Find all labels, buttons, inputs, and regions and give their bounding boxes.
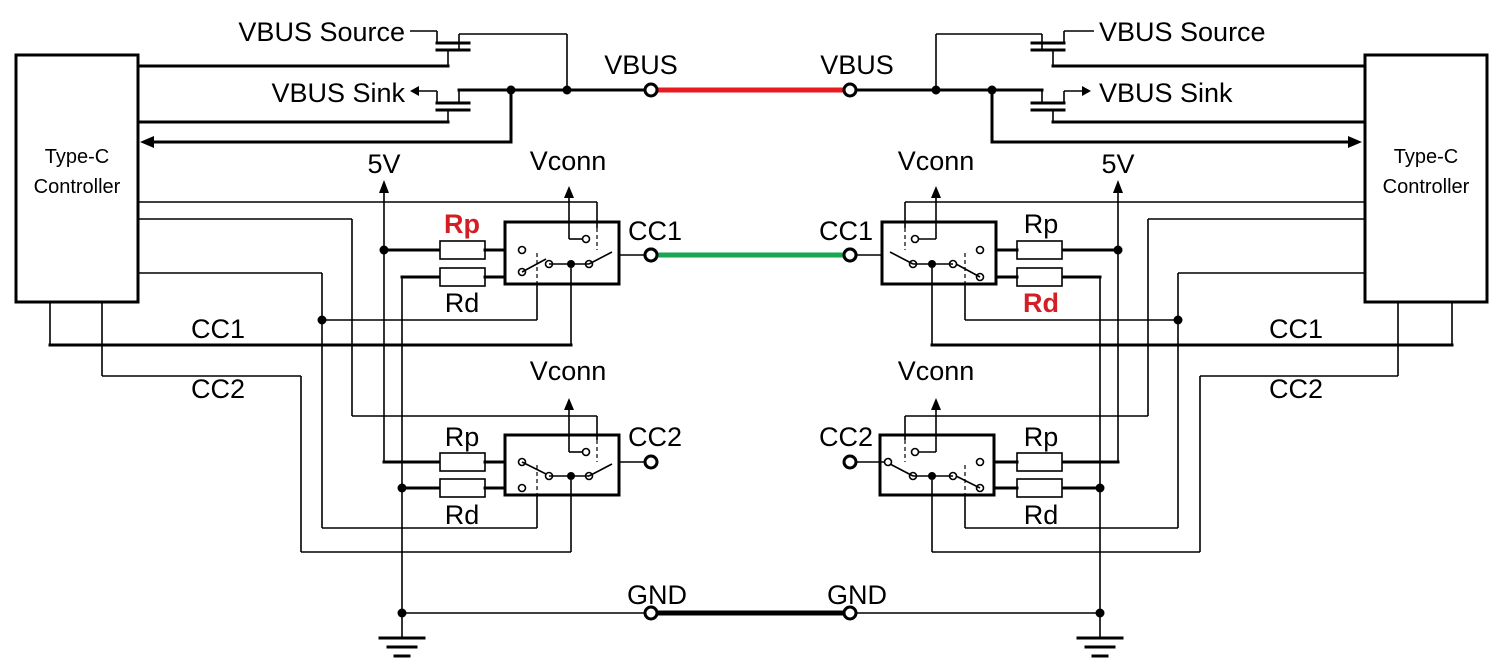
right-5v-label: 5V [1101, 149, 1134, 179]
left-cc1-vconn-label: Vconn [530, 146, 607, 176]
left-cc1-rp-label: Rp [444, 209, 480, 239]
right-controller-label-line1: Type-C [1394, 146, 1458, 168]
right-vbus-switches: VBUS Source VBUS Sink [848, 17, 1367, 148]
left-cc1-switch-block: 5V Rp Rd Vconn CC1 [138, 146, 682, 613]
right-cc1-rp-label: Rp [1024, 209, 1059, 239]
right-cc1-terminal-label: CC1 [819, 216, 873, 246]
left-cc2-vconn-label: Vconn [530, 356, 607, 386]
left-cc2-terminal-label: CC2 [628, 422, 682, 452]
right-controller: Type-C Controller [1363, 53, 1489, 304]
left-vbus-source-label: VBUS Source [238, 17, 405, 47]
left-controller-label-line2: Controller [34, 176, 121, 198]
left-cc2-rd-label: Rd [445, 500, 480, 530]
right-cc2-bus-label: CC2 [1269, 374, 1323, 404]
left-gnd-label: GND [627, 580, 687, 610]
right-cc2-rd-label: Rd [1024, 500, 1059, 530]
left-controller: Type-C Controller [14, 53, 140, 304]
right-vbus-source-label: VBUS Source [1099, 17, 1266, 47]
right-vbus-terminal-label: VBUS [820, 50, 894, 80]
right-cc1-bus-label: CC1 [1269, 314, 1323, 344]
right-cc1-rd-label: Rd [1023, 288, 1059, 318]
left-cc-routing: CC1 CC2 [48, 218, 573, 552]
right-cc2-rp-label: Rp [1024, 422, 1059, 452]
left-cc2-bus-label: CC2 [191, 374, 245, 404]
left-cc1-bus-label: CC1 [191, 314, 245, 344]
cc1-cable [643, 247, 858, 263]
left-controller-label-line1: Type-C [45, 146, 109, 168]
left-5v-label: 5V [367, 149, 400, 179]
left-cc1-rd-label: Rd [445, 288, 480, 318]
right-cc1-vconn-label: Vconn [898, 146, 975, 176]
right-vbus-sink-label: VBUS Sink [1099, 78, 1233, 108]
right-cc-routing: CC1 CC2 [930, 218, 1454, 552]
right-cc2-vconn-label: Vconn [898, 356, 975, 386]
right-cc1-switch-block: 5V Rp Rd Vconn CC1 [819, 146, 1365, 613]
vbus-cable: VBUS VBUS [604, 50, 894, 98]
left-vbus-terminal-label: VBUS [604, 50, 678, 80]
right-ground-symbol-icon [1076, 613, 1124, 658]
left-cc2-rp-label: Rp [445, 422, 480, 452]
left-cc1-terminal-label: CC1 [628, 216, 682, 246]
right-cc2-terminal-label: CC2 [819, 422, 873, 452]
right-gnd-label: GND [827, 580, 887, 610]
left-cc2-switch-block: Rp Rd Vconn CC2 [301, 356, 682, 553]
right-controller-label-line2: Controller [1383, 176, 1470, 198]
left-vbus-sink-label: VBUS Sink [271, 78, 405, 108]
right-cc2-switch-block: Rp Rd Vconn CC2 [819, 356, 1200, 553]
ground-net: GND GND [378, 580, 1124, 658]
left-ground-symbol-icon [378, 613, 426, 658]
left-vbus-switches: VBUS Source VBUS Sink [136, 17, 652, 148]
